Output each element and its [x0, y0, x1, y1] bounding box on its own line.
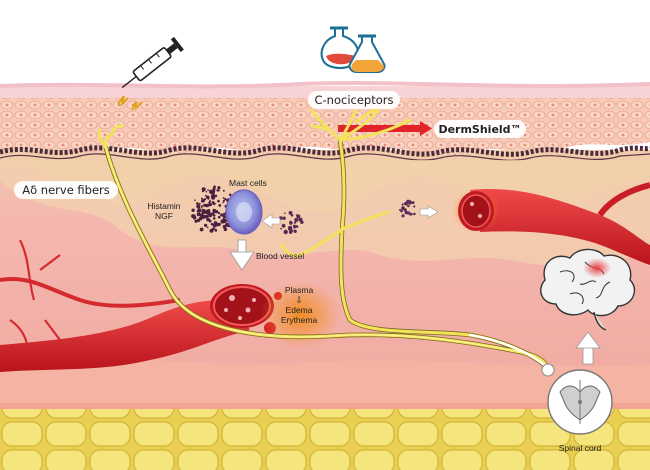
c-nociceptors-label: C-nociceptors	[308, 91, 400, 109]
blood-vessel-label: Blood vessel	[256, 251, 304, 261]
a-delta-label: Aδ nerve fibers	[14, 181, 118, 199]
svg-text:DermShield™: DermShield™	[438, 123, 521, 136]
flask-icon	[320, 26, 386, 73]
mast-cells-label: Mast cells	[229, 178, 267, 188]
arrow-down-plasma: ⇩	[295, 295, 303, 305]
nerve-ganglion	[541, 363, 555, 377]
nerve-spinal-route	[105, 147, 521, 353]
arrow-down-mast	[229, 239, 255, 271]
histamin-label: Histamin	[147, 201, 180, 211]
spinal-cord-label: Spinal cord	[559, 443, 602, 453]
basal-membrane	[0, 145, 650, 157]
inflammation-glow	[260, 281, 340, 349]
erythema-label: Erythema	[281, 315, 318, 325]
dermshield-brand-label: DermShield™	[434, 120, 526, 138]
dermshield-arrow	[338, 121, 432, 136]
arrow-right-small	[419, 205, 439, 219]
spark-icon	[117, 95, 143, 111]
svg-text:Aδ nerve fibers: Aδ nerve fibers	[22, 183, 110, 197]
svg-text:C-nociceptors: C-nociceptors	[315, 93, 394, 107]
brain-icon	[540, 248, 636, 331]
syringe-icon	[121, 36, 184, 89]
blood-vessel-right	[452, 182, 650, 265]
ngf-label: NGF	[155, 211, 173, 221]
arrow-up-brain	[575, 331, 601, 365]
mast-cell-cluster	[191, 185, 416, 235]
capillary-left	[0, 277, 181, 308]
subcutaneous-fat	[0, 405, 650, 470]
spinal-cord-icon	[547, 369, 613, 435]
arrow-left-small	[261, 213, 281, 229]
edema-label: Edema	[286, 305, 313, 315]
plasma-label: Plasma	[285, 285, 314, 295]
